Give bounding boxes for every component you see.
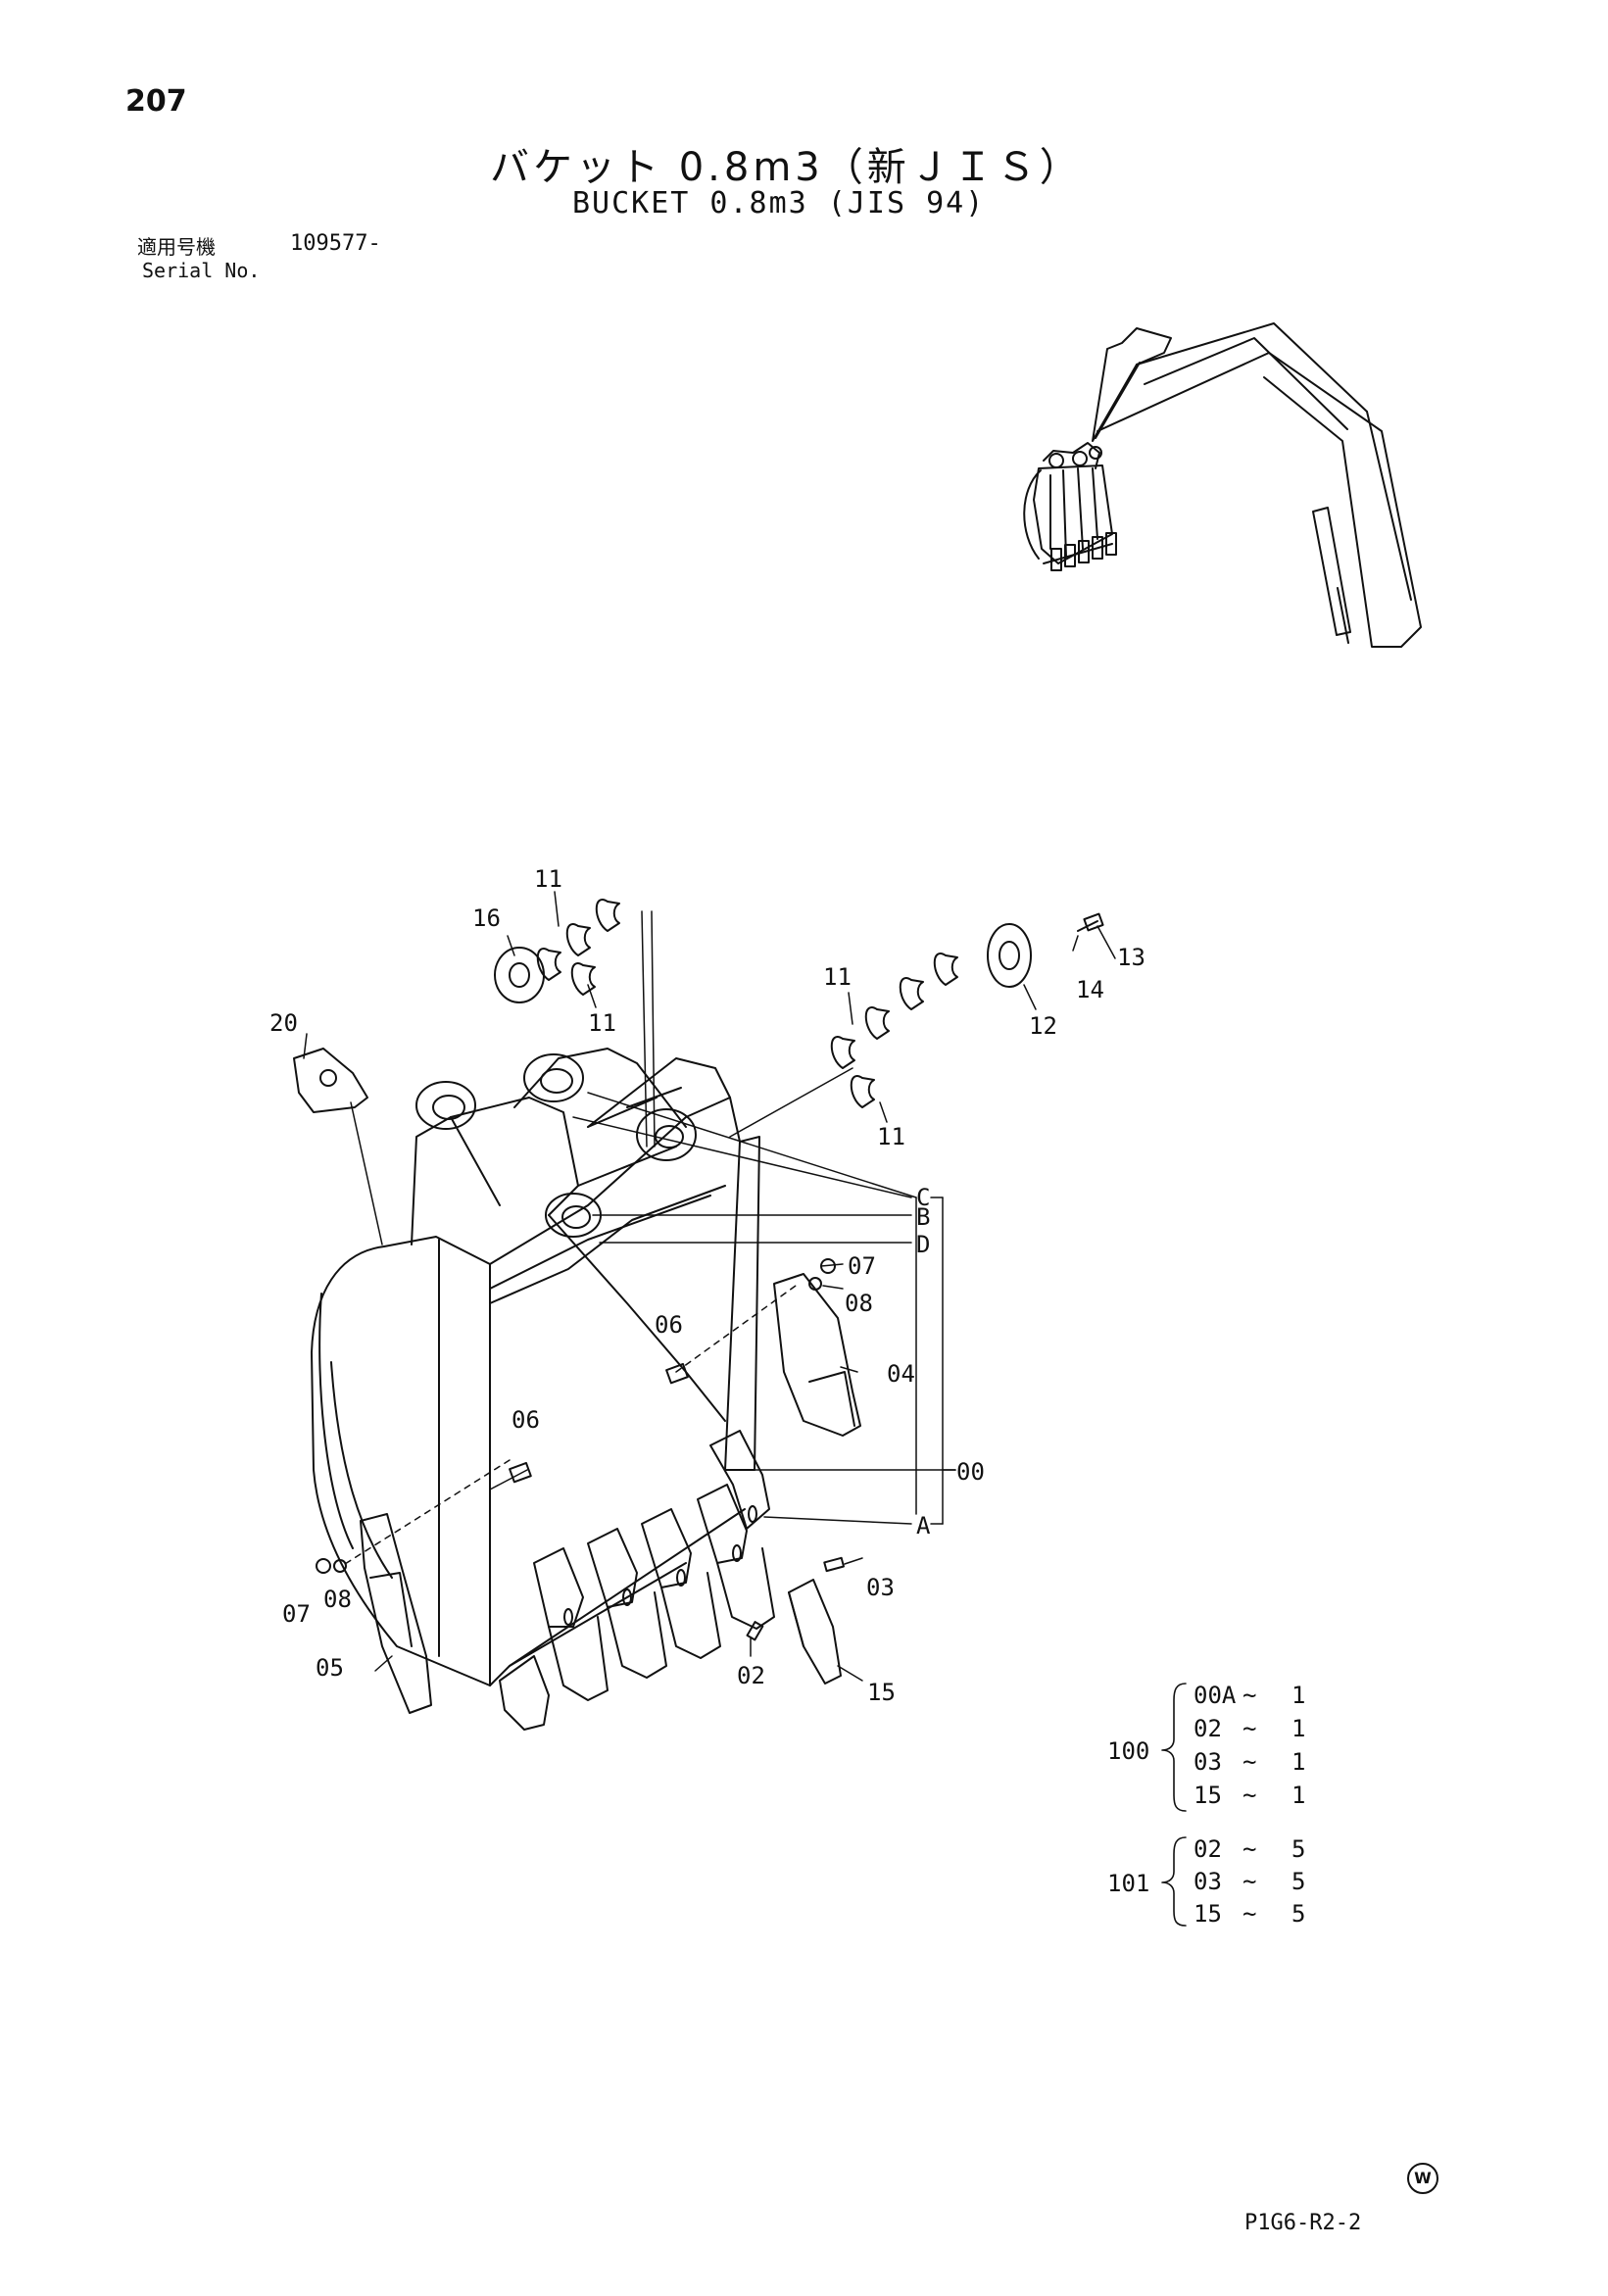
bucket-teeth — [499, 1430, 775, 1731]
parts-set-qty: 5 — [1291, 1868, 1305, 1895]
callout-04: 04 — [887, 1360, 915, 1388]
parts-set-100: 100 00A ~ 1 02 ~ 1 03 ~ 1 15 ~ 1 — [1107, 1682, 1305, 1809]
parts-set-code: 02 — [1194, 1715, 1222, 1742]
parts-set-code: 03 — [1194, 1748, 1222, 1776]
callout-d: D — [916, 1231, 930, 1258]
callout-08: 08 — [323, 1586, 352, 1613]
serial-number-value: 109577- — [290, 231, 381, 256]
drawing-code: P1G6-R2-2 — [1244, 2211, 1362, 2235]
circled-w-mark: W — [1407, 2163, 1438, 2194]
page-number: 207 — [125, 84, 187, 119]
callout-14: 14 — [1076, 976, 1104, 1003]
fasteners — [316, 912, 1104, 1574]
excavator-overview-illustration — [1023, 322, 1422, 648]
title-english: BUCKET 0.8m3 (JIS 94) — [572, 186, 986, 220]
callout-13: 13 — [1117, 944, 1145, 971]
callout-12: 12 — [1029, 1012, 1057, 1040]
parts-set-qty: 5 — [1291, 1900, 1305, 1928]
callout-00: 00 — [956, 1458, 985, 1486]
callout-20: 20 — [269, 1009, 298, 1037]
callout-b: B — [916, 1203, 930, 1231]
parts-set-separator: ~ — [1243, 1682, 1256, 1709]
parts-set-code: 03 — [1194, 1868, 1222, 1895]
callout-05: 05 — [316, 1654, 344, 1682]
bucket-bosses — [415, 1053, 697, 1238]
parts-set-code: 15 — [1194, 1900, 1222, 1928]
callout-c: C — [916, 1184, 930, 1211]
leader-lines — [303, 891, 1116, 1682]
parts-set-qty: 5 — [1291, 1835, 1305, 1863]
callout-03: 03 — [866, 1574, 895, 1601]
parts-set-separator: ~ — [1243, 1782, 1256, 1809]
callout-06: 06 — [655, 1311, 683, 1339]
shims-and-plates — [494, 899, 1032, 1108]
parts-set-separator: ~ — [1243, 1900, 1256, 1928]
parts-set-qty: 1 — [1291, 1715, 1305, 1742]
callout-11: 11 — [588, 1009, 616, 1037]
parts-set-separator: ~ — [1243, 1715, 1256, 1742]
parts-set-id: 101 — [1107, 1870, 1149, 1897]
callout-11: 11 — [877, 1123, 905, 1150]
callout-07: 07 — [848, 1252, 876, 1280]
callout-labels: 11 16 11 11 13 14 12 20 11 C B D 07 08 0… — [269, 865, 1145, 1706]
parts-set-code: 15 — [1194, 1782, 1222, 1809]
callout-a: A — [916, 1512, 931, 1539]
parts-set-id: 100 — [1107, 1737, 1149, 1765]
serial-label-japanese: 適用号機 — [137, 235, 216, 259]
callout-07: 07 — [282, 1600, 311, 1628]
parts-set-braces — [1161, 1683, 1187, 1927]
callout-11: 11 — [823, 963, 852, 991]
callout-02: 02 — [737, 1662, 765, 1689]
callout-11: 11 — [534, 865, 562, 893]
tooth-pin-assembly — [746, 1556, 845, 1685]
parts-set-separator: ~ — [1243, 1868, 1256, 1895]
side-cutter-05 — [360, 1513, 432, 1714]
bracket-20 — [293, 1048, 368, 1113]
callout-06: 06 — [512, 1406, 540, 1434]
parts-set-separator: ~ — [1243, 1835, 1256, 1863]
bucket-body — [311, 1048, 760, 1686]
serial-label-english: Serial No. — [142, 259, 261, 282]
parts-set-qty: 1 — [1291, 1748, 1305, 1776]
parts-set-qty: 1 — [1291, 1782, 1305, 1809]
parts-set-101: 101 02 ~ 5 03 ~ 5 15 ~ 5 — [1107, 1835, 1305, 1928]
parts-set-code: 00A — [1194, 1682, 1237, 1709]
title-japanese: バケット 0.8m3（新ＪＩＳ） — [490, 145, 1083, 190]
parts-set-qty: 1 — [1291, 1682, 1305, 1709]
parts-set-separator: ~ — [1243, 1748, 1256, 1776]
callout-16: 16 — [472, 904, 501, 932]
callout-08: 08 — [845, 1290, 873, 1317]
parts-set-code: 02 — [1194, 1835, 1222, 1863]
callout-15: 15 — [867, 1679, 896, 1706]
